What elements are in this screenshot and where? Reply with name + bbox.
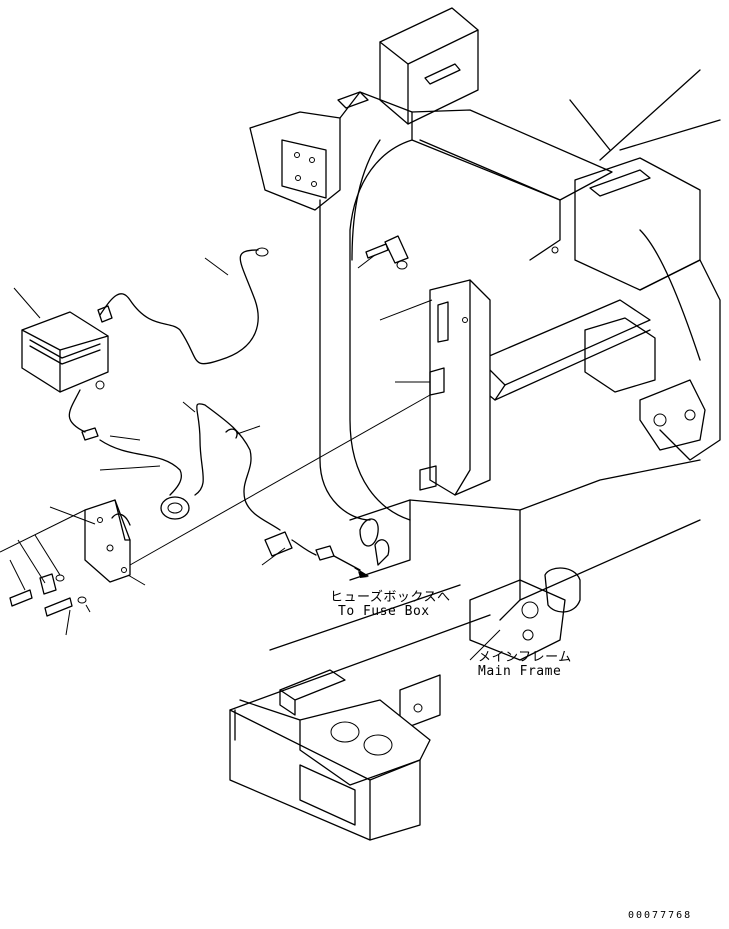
horn-assembly bbox=[9, 247, 369, 617]
main-frame-label-en: Main Frame bbox=[478, 664, 562, 679]
mount-plate bbox=[365, 235, 491, 496]
main-frame-label-jp: メインフレーム bbox=[478, 650, 572, 665]
drawing-number: 00077768 bbox=[628, 910, 693, 921]
upper-frame bbox=[249, 7, 721, 521]
leader-lines bbox=[0, 254, 501, 661]
fuse-box-label-jp: ヒューズボックスへ bbox=[330, 590, 451, 605]
lower-frame bbox=[229, 459, 701, 841]
fuse-box-label-en: To Fuse Box bbox=[338, 604, 430, 619]
